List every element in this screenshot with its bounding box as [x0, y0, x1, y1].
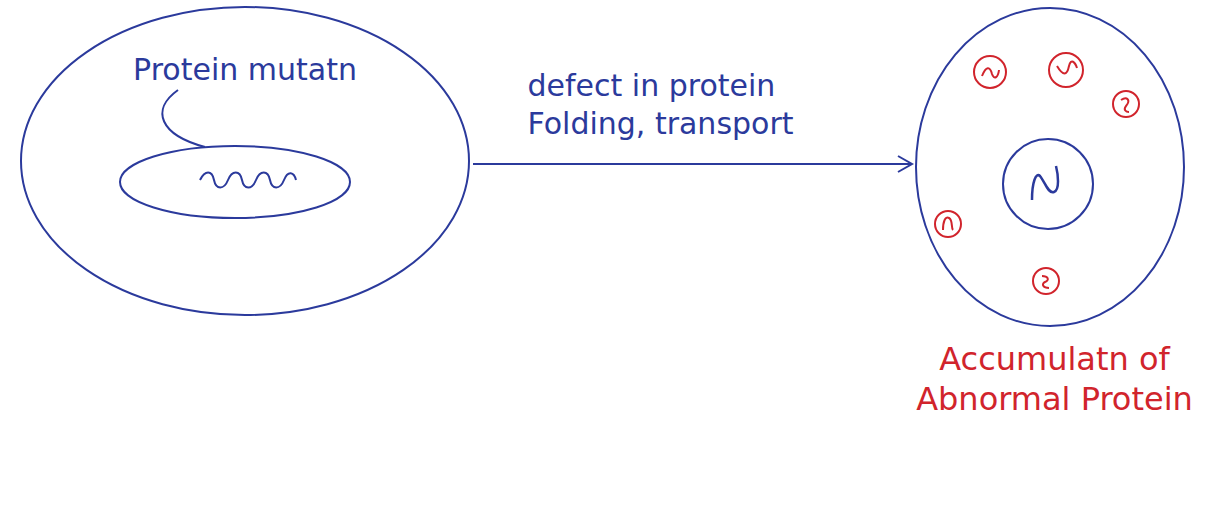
protein-aggregates: [935, 53, 1139, 294]
nucleus-squiggle: [1032, 166, 1058, 200]
nucleus: [120, 146, 350, 218]
cell: Accumulatn of Abnormal Protein: [912, 5, 1197, 517]
cell-outline: [912, 5, 1197, 517]
cell: Protein mutatn: [20, 5, 470, 318]
annotation-text: Protein mutatn: [50, 51, 440, 89]
cell-membrane: [916, 8, 1184, 326]
process-arrow: [473, 156, 912, 172]
cell-outline: [20, 5, 470, 318]
edge-label: defect in protein Folding, transport: [524, 67, 862, 142]
result-text: Accumulatn of Abnormal Protein: [914, 339, 1195, 419]
cell-membrane: [21, 7, 469, 315]
dna-squiggle: [200, 173, 296, 188]
nucleus: [1003, 139, 1093, 229]
leader-line: [162, 90, 205, 147]
